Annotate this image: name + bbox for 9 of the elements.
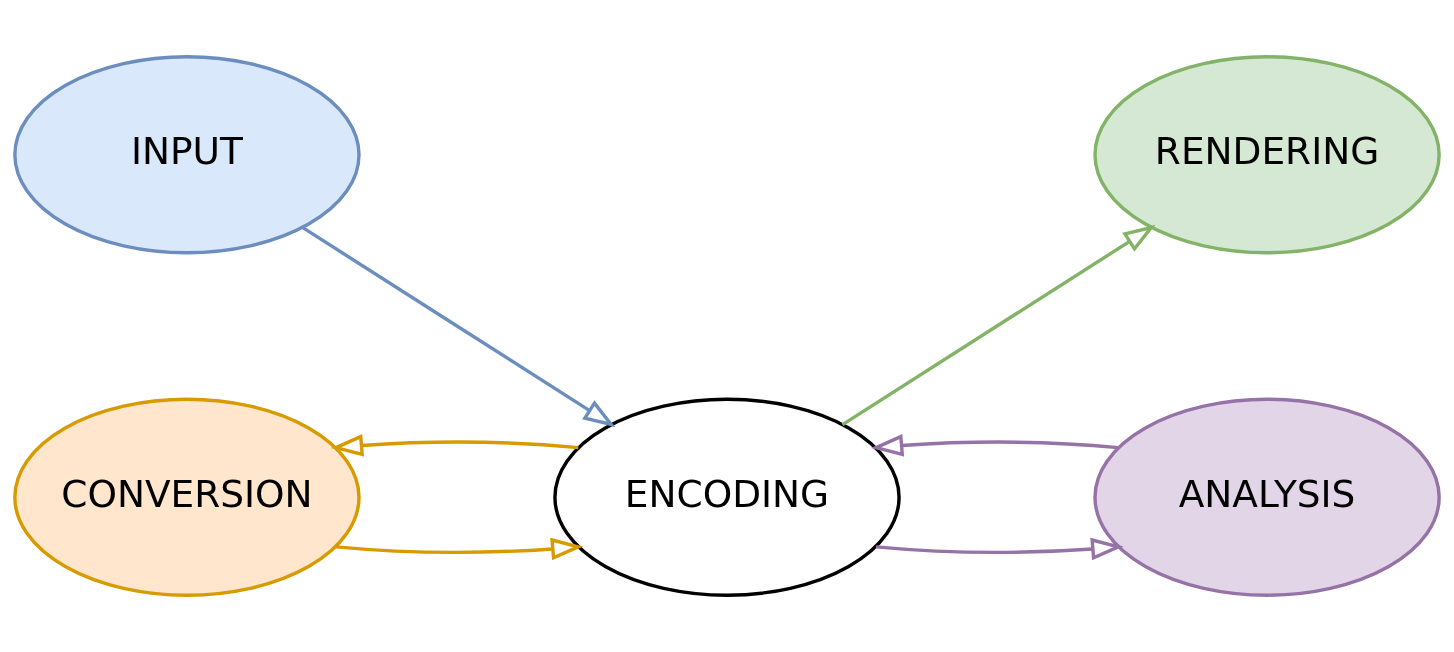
arrow [841,224,1156,427]
node-ellipse: INPUT [13,55,361,255]
arrow [875,537,1124,561]
arrow [870,434,1119,457]
node-ellipse: CONVERSION [13,397,361,597]
arrow [335,537,584,561]
arrow [301,225,616,428]
node-ellipse: ANALYSIS [1093,397,1441,597]
arrow [330,434,579,457]
